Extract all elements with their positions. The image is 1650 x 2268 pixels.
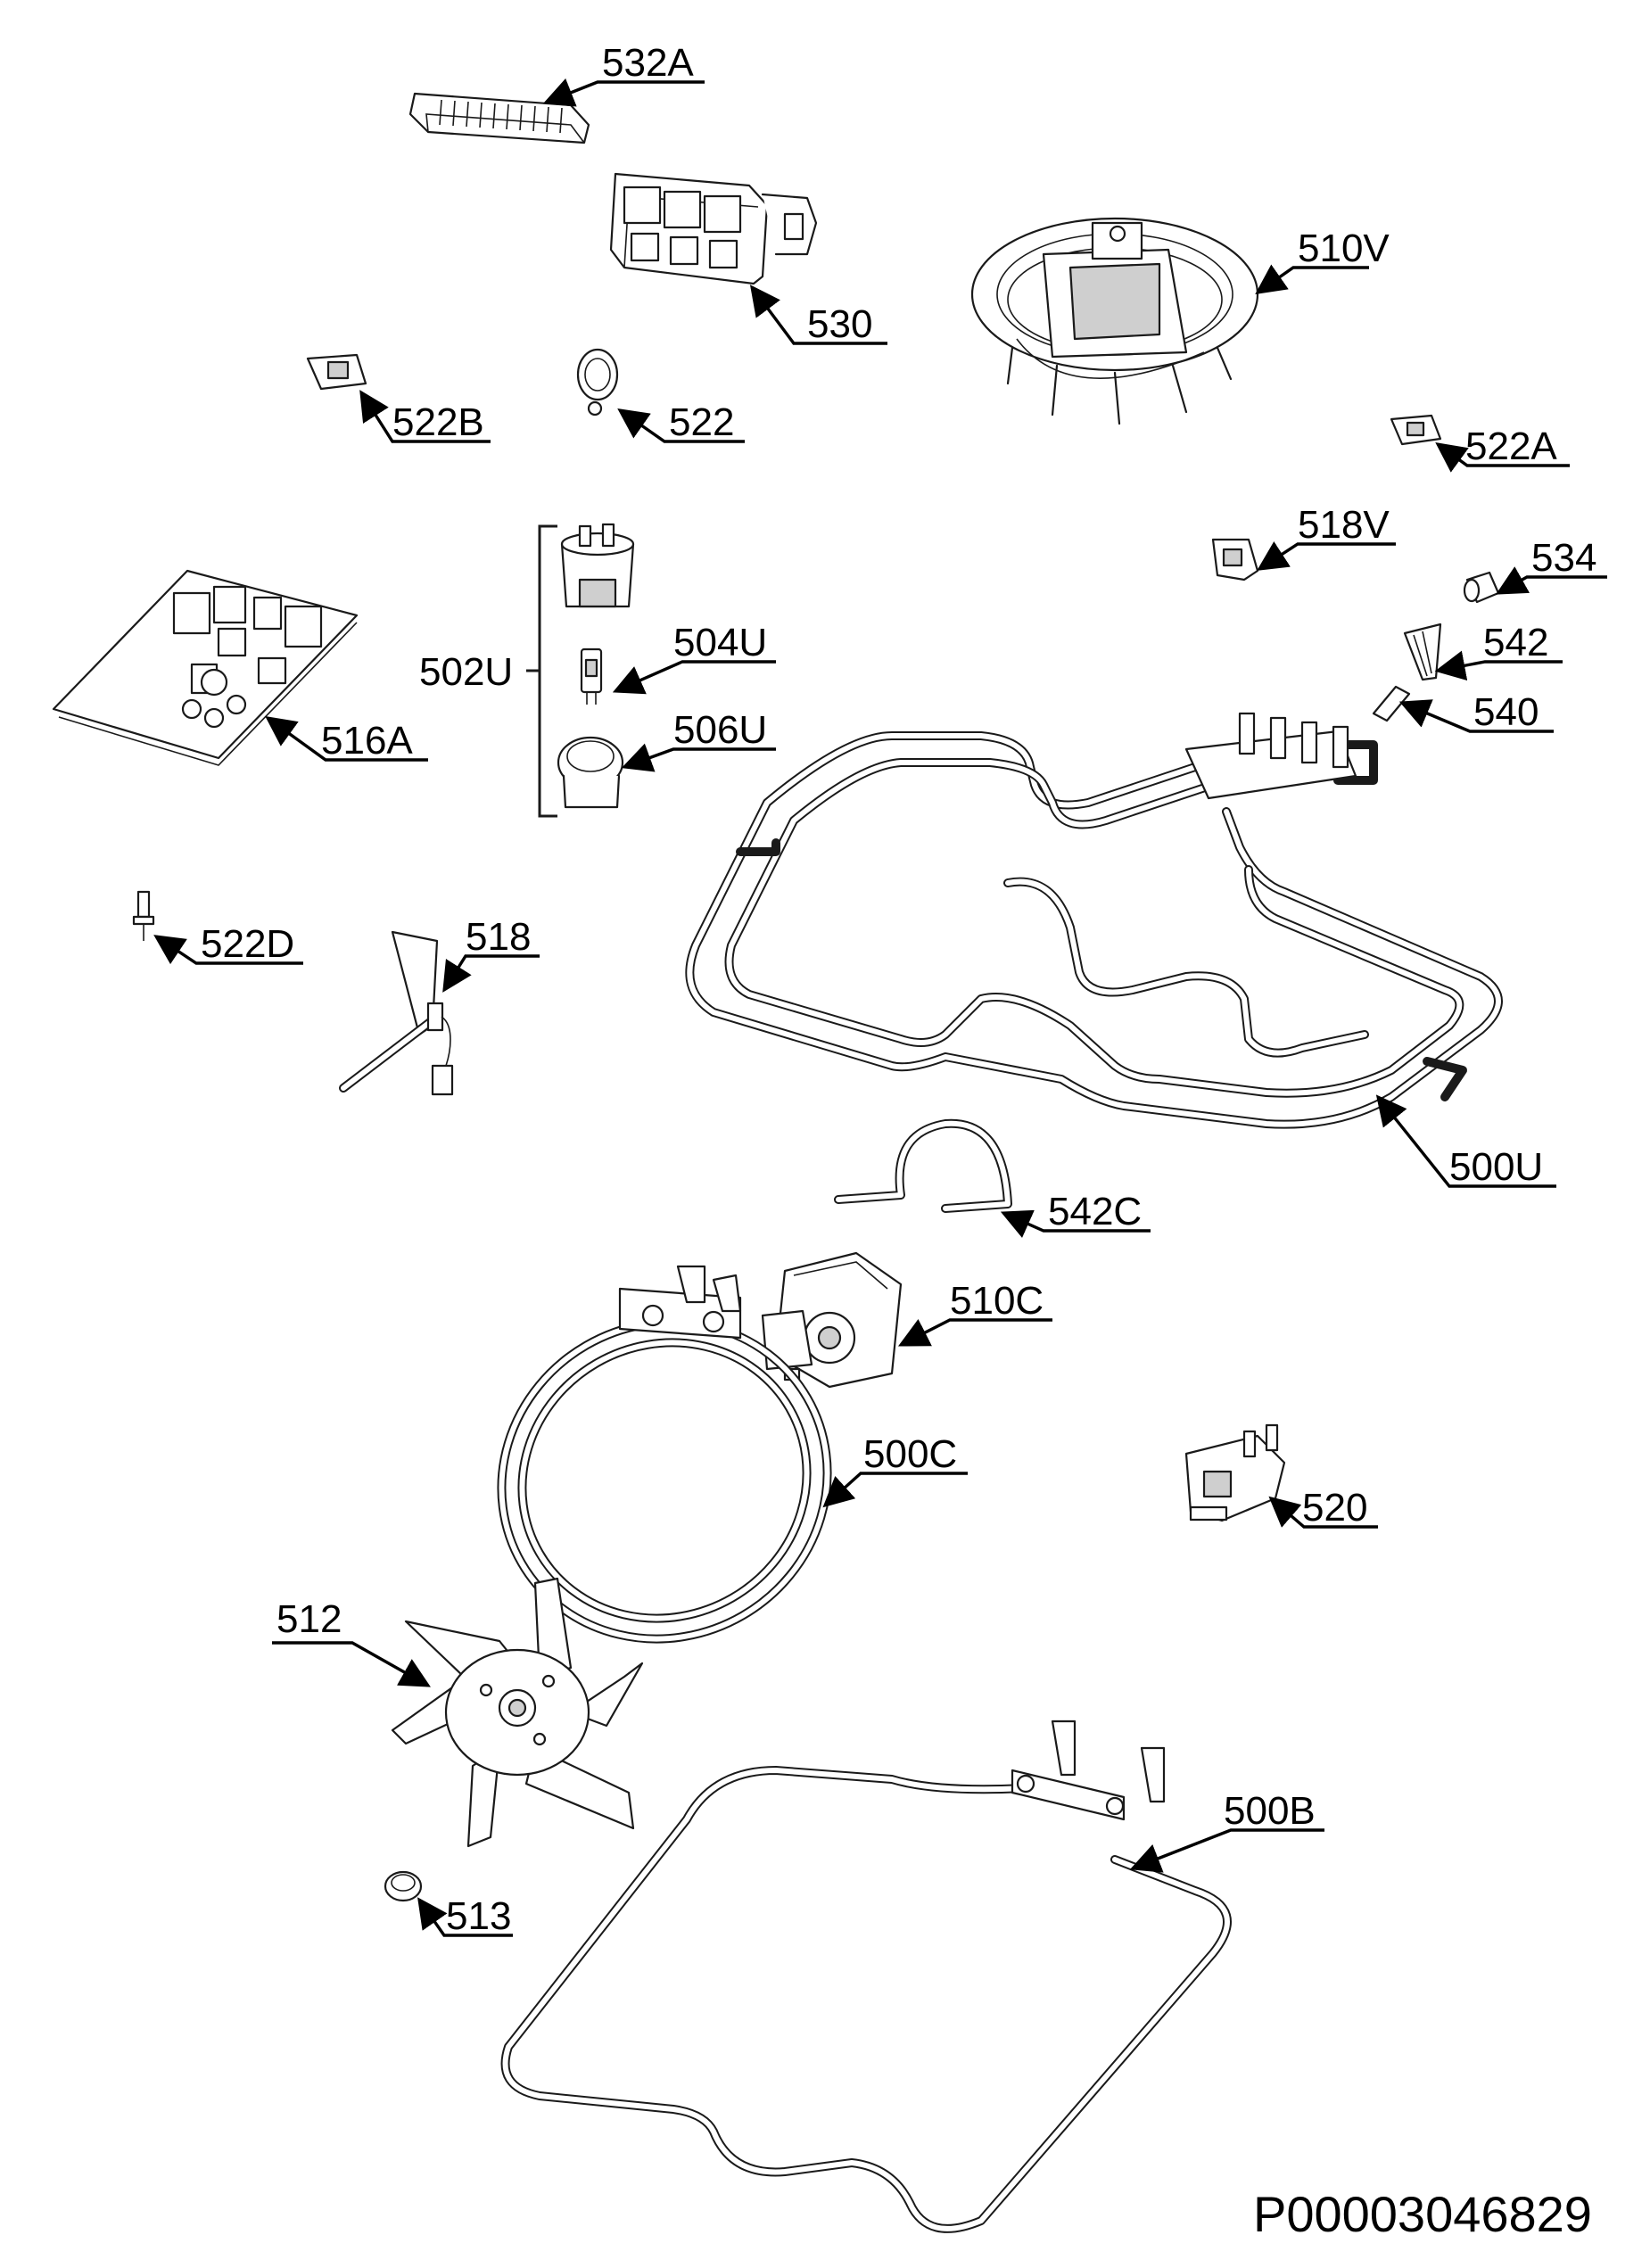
label-522B: 522B: [392, 400, 484, 444]
part-542C-clip[interactable]: [834, 1118, 1012, 1213]
callout-542: 542: [1434, 621, 1563, 681]
label-532A: 532A: [602, 41, 694, 85]
callout-500U: 500U: [1375, 1094, 1556, 1189]
callout-510C: 510C: [897, 1279, 1052, 1347]
part-530-switch-block[interactable]: [609, 172, 818, 285]
callout-518: 518: [442, 915, 540, 993]
callout-506U: 506U: [621, 708, 776, 772]
part-522D-pin[interactable]: [132, 890, 155, 941]
label-504U: 504U: [673, 621, 767, 664]
callout-512: 512: [272, 1597, 431, 1687]
label-516A: 516A: [321, 719, 413, 763]
callout-518V: 518V: [1257, 503, 1396, 571]
label-518: 518: [466, 915, 531, 959]
label-500B: 500B: [1224, 1789, 1316, 1833]
callout-502U: 502U: [419, 650, 513, 694]
part-520-switch[interactable]: [1184, 1423, 1286, 1522]
part-502U-bracket-line: [526, 524, 557, 818]
label-542: 542: [1483, 621, 1548, 664]
label-518V: 518V: [1298, 503, 1390, 547]
label-530: 530: [807, 302, 872, 346]
callout-522B: 522B: [359, 390, 491, 444]
part-500B-bottom-element[interactable]: [500, 1720, 1232, 2233]
callout-520: 520: [1268, 1486, 1378, 1530]
callout-534: 534: [1496, 536, 1607, 595]
part-500U-grill-element[interactable]: [685, 712, 1503, 1129]
label-540: 540: [1473, 690, 1539, 734]
label-510C: 510C: [950, 1279, 1044, 1323]
part-512-fan-blade[interactable]: [391, 1577, 644, 1848]
part-532A-terminal-strip[interactable]: [408, 92, 590, 144]
part-518V-bracket[interactable]: [1211, 538, 1259, 581]
label-506U: 506U: [673, 708, 767, 752]
label-513: 513: [446, 1894, 511, 1938]
callout-542C: 542C: [1000, 1190, 1151, 1238]
callout-513: 513: [417, 1894, 513, 1938]
callout-540: 540: [1398, 690, 1554, 734]
part-510C-fan-motor[interactable]: [761, 1251, 903, 1389]
callout-500C: 500C: [822, 1432, 968, 1508]
callout-500B: 500B: [1129, 1789, 1324, 1873]
label-522A: 522A: [1465, 425, 1557, 468]
label-502U: 502U: [419, 650, 513, 694]
callout-522A: 522A: [1435, 425, 1570, 473]
part-540-seal[interactable]: [1372, 685, 1411, 722]
part-518-probe[interactable]: [339, 930, 454, 1096]
callout-530: 530: [749, 285, 887, 346]
label-510V: 510V: [1298, 227, 1390, 270]
part-522B-sensor[interactable]: [306, 353, 367, 391]
part-522A-sensor[interactable]: [1390, 414, 1442, 446]
part-516A-control-board[interactable]: [52, 569, 359, 766]
label-542C: 542C: [1048, 1190, 1142, 1233]
part-500C-circular-element[interactable]: [443, 1263, 885, 1698]
label-500C: 500C: [863, 1432, 957, 1476]
part-502U-thermostat[interactable]: [560, 523, 635, 608]
callout-504U: 504U: [612, 621, 776, 695]
label-522D: 522D: [201, 922, 294, 966]
label-534: 534: [1531, 536, 1596, 580]
part-542-lamp-cover[interactable]: [1403, 623, 1442, 681]
callout-522: 522: [617, 400, 745, 444]
label-512: 512: [276, 1597, 342, 1641]
part-534-cap[interactable]: [1463, 571, 1500, 604]
label-520: 520: [1302, 1486, 1367, 1530]
part-504U-lamp-holder[interactable]: [580, 647, 603, 705]
callout-510V: 510V: [1255, 227, 1390, 294]
document-code: P00003046829: [1253, 2186, 1592, 2242]
callout-516A: 516A: [265, 716, 428, 763]
part-513-nut[interactable]: [384, 1870, 423, 1902]
label-522: 522: [669, 400, 734, 444]
callout-532A: 532A: [542, 41, 705, 107]
label-500U: 500U: [1449, 1145, 1543, 1189]
part-510V-fan-motor[interactable]: [970, 217, 1259, 425]
callout-522D: 522D: [153, 922, 303, 966]
part-522-clip[interactable]: [576, 348, 619, 416]
part-506U-lamp[interactable]: [557, 736, 624, 809]
